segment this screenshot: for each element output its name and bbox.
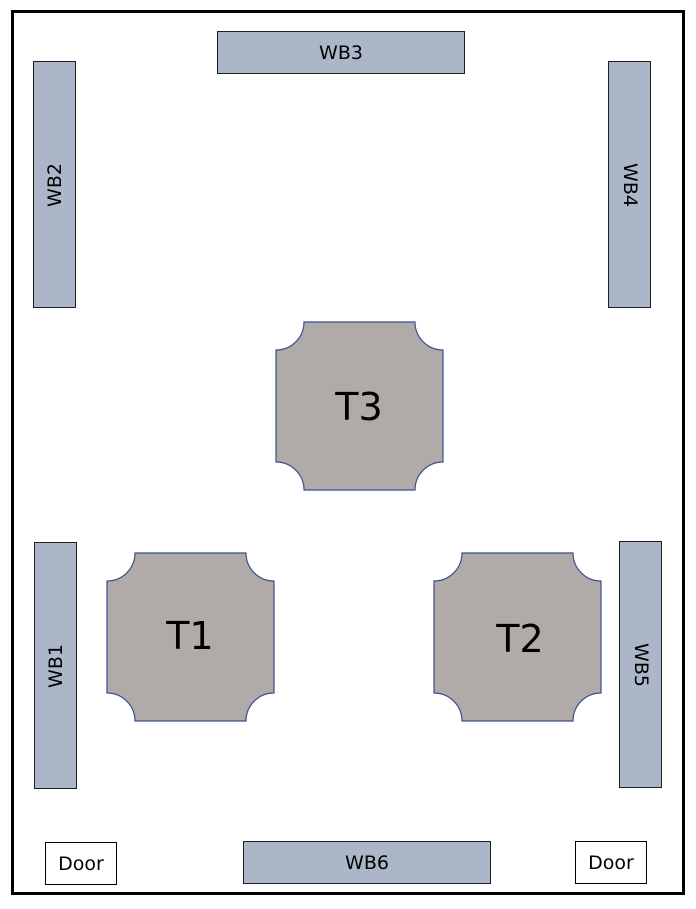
door-right: Door (575, 841, 647, 884)
table-t1: T1 (106, 552, 275, 722)
door-left-label: Door (58, 852, 104, 875)
whiteboard-wb5: WB5 (619, 541, 662, 788)
table-t2-label: T2 (495, 617, 543, 661)
whiteboard-wb3-label: WB3 (319, 41, 363, 64)
table-t2: T2 (433, 552, 602, 722)
door-right-label: Door (588, 851, 634, 874)
table-t3-label: T3 (334, 385, 382, 429)
table-t3: T3 (275, 321, 444, 491)
table-t1-shape (106, 552, 275, 722)
whiteboard-wb3: WB3 (217, 31, 465, 74)
whiteboard-wb6-label: WB6 (345, 851, 389, 874)
table-t3-shape (275, 321, 444, 491)
door-left: Door (45, 842, 117, 885)
whiteboard-wb1: WB1 (34, 542, 77, 789)
whiteboard-wb2: WB2 (33, 61, 76, 308)
table-t1-label: T1 (165, 614, 213, 658)
whiteboard-wb6: WB6 (243, 841, 491, 884)
room-outline (11, 10, 685, 895)
whiteboard-wb4: WB4 (608, 61, 651, 308)
table-t2-shape (433, 552, 602, 722)
